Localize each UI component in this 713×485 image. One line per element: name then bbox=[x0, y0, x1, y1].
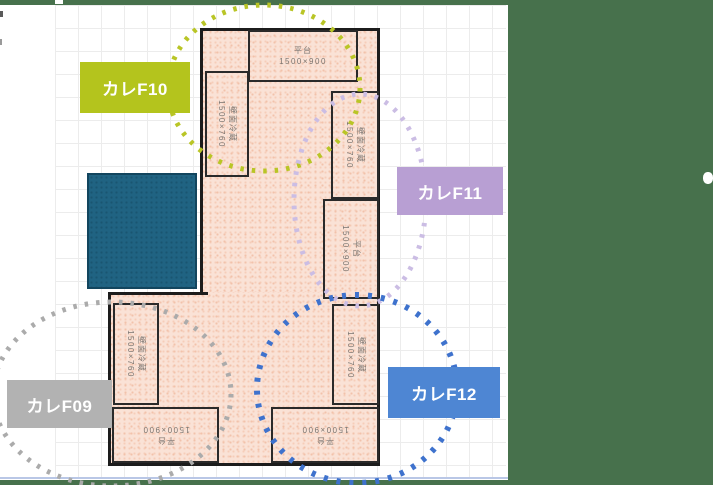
fixture-name: 壁面冷蔵 bbox=[356, 126, 365, 163]
fixture-dimensions: 1500×900 bbox=[141, 425, 190, 434]
fixture-label: 平台 1500×900 bbox=[142, 424, 190, 446]
fixture-name: 壁面冷蔵 bbox=[228, 105, 237, 142]
green-bottom-strip bbox=[0, 480, 508, 485]
fixture-platform-bottom-left: 平台 1500×900 bbox=[112, 407, 219, 463]
fixture-wall-case-upper-left: 壁面冷蔵 1500×760 bbox=[205, 71, 249, 177]
fixture-name: 平台 bbox=[156, 436, 175, 445]
fixture-label: 平台 1500×900 bbox=[279, 45, 327, 67]
fixture-dimensions: 1500×760 bbox=[126, 330, 135, 378]
zone-tag-text: カレF09 bbox=[26, 396, 93, 416]
zone-tag-f10: カレF10 bbox=[80, 62, 190, 113]
fixture-name: 平台 bbox=[316, 436, 335, 445]
fixture-wall-case-f12: 壁面冷蔵 1500×760 bbox=[332, 304, 379, 405]
fixture-wall-case-f09: 壁面冷蔵 1500×760 bbox=[113, 303, 159, 405]
zone-tag-f09: カレF09 bbox=[7, 380, 112, 428]
edge-tick bbox=[0, 39, 2, 45]
fixture-dimensions: 1500×760 bbox=[345, 330, 355, 379]
fixture-label: 平台 1500×900 bbox=[340, 225, 362, 273]
zone-tag-text: カレF12 bbox=[411, 385, 477, 404]
fixture-name: 壁面冷蔵 bbox=[356, 336, 366, 373]
wall-bottom bbox=[108, 463, 380, 466]
edge-tick bbox=[0, 11, 3, 17]
cooler-block bbox=[87, 173, 197, 289]
fixture-platform-bottom-right: 平台 1500×900 bbox=[271, 407, 379, 463]
fixture-label: 壁面冷蔵 1500×760 bbox=[216, 100, 238, 148]
fixture-dimensions: 1500×900 bbox=[279, 57, 327, 66]
white-speck bbox=[703, 172, 713, 184]
bottom-divider-line bbox=[0, 477, 508, 479]
fixture-wall-case-f11: 壁面冷蔵 1500×760 bbox=[331, 91, 379, 199]
zone-tag-text: カレF10 bbox=[102, 80, 168, 99]
fixture-label: 壁面冷蔵 1500×760 bbox=[345, 331, 367, 379]
fixture-name: 平台 bbox=[352, 239, 361, 258]
fixture-dimensions: 1500×900 bbox=[341, 225, 350, 273]
fixture-name: 平台 bbox=[293, 46, 312, 55]
fixture-platform-right: 平台 1500×900 bbox=[323, 199, 379, 299]
fixture-name: 壁面冷蔵 bbox=[137, 335, 146, 372]
fixture-dimensions: 1500×760 bbox=[217, 100, 226, 148]
fixture-label: 壁面冷蔵 1500×760 bbox=[125, 330, 147, 378]
wall-left-lower bbox=[108, 292, 111, 466]
wall-left-upper bbox=[200, 28, 203, 295]
green-side-panel bbox=[508, 0, 713, 485]
fixture-label: 平台 1500×900 bbox=[301, 424, 349, 446]
fixture-platform-top: 平台 1500×900 bbox=[248, 30, 358, 82]
zone-tag-f11: カレF11 bbox=[397, 167, 503, 215]
fixture-dimensions: 1500×900 bbox=[301, 425, 349, 434]
wall-ledge bbox=[108, 292, 208, 295]
fixture-dimensions: 1500×760 bbox=[345, 121, 354, 169]
zone-tag-f12: カレF12 bbox=[388, 367, 500, 418]
fixture-label: 壁面冷蔵 1500×760 bbox=[344, 121, 366, 169]
zone-tag-text: カレF11 bbox=[417, 183, 483, 203]
top-strip-notch bbox=[55, 0, 63, 4]
